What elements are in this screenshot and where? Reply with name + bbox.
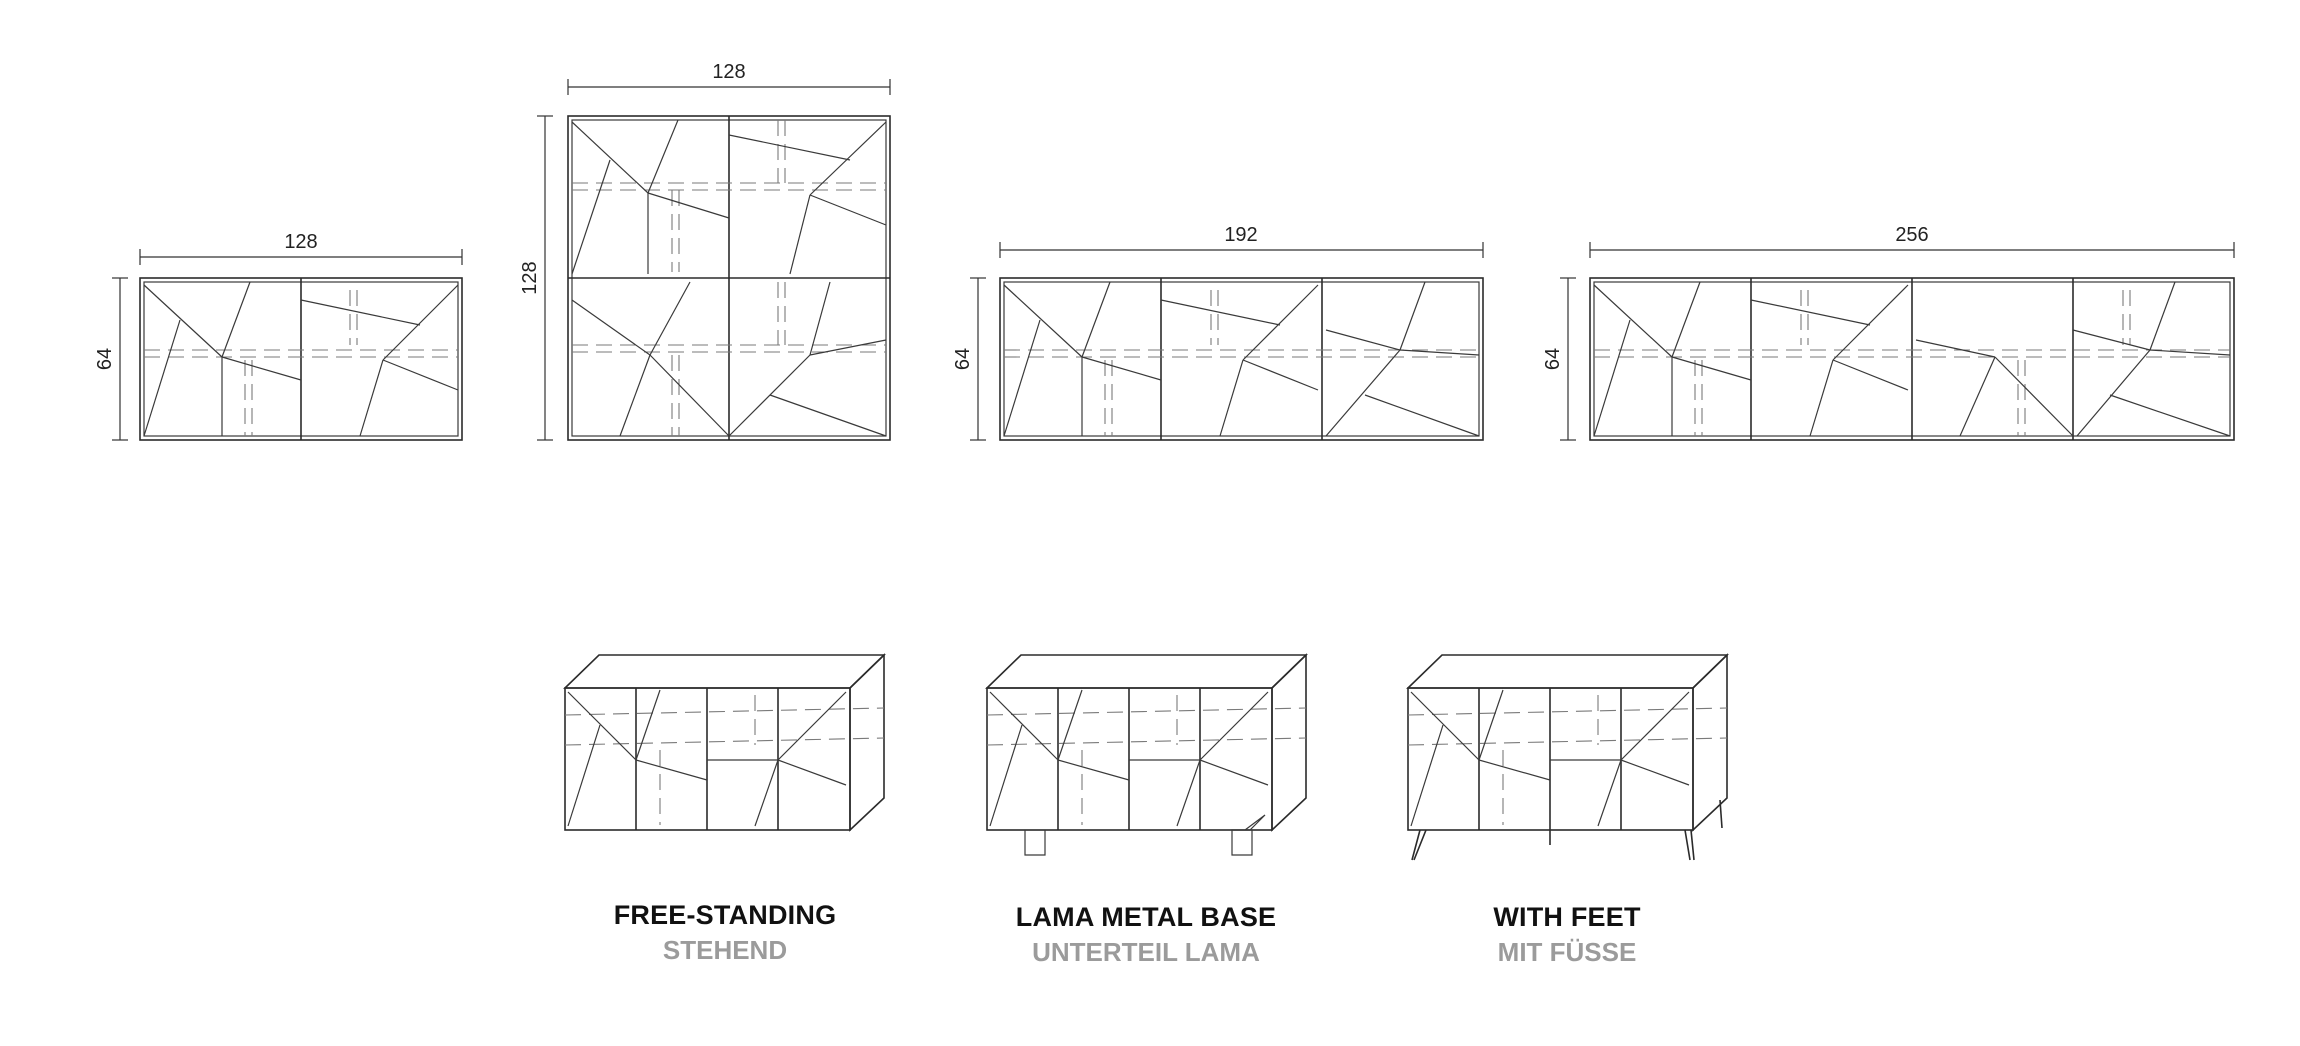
caption-en: LAMA METAL BASE <box>1015 902 1277 932</box>
dimension-label-height: 64 <box>952 348 974 370</box>
dimension-height: 128 <box>519 115 553 441</box>
caption-de: MIT FÜSSE <box>1497 937 1637 967</box>
dimension-width: 128 <box>567 61 891 95</box>
caption-en: FREE-STANDING <box>613 900 837 930</box>
dimension-height: 64 <box>952 277 986 441</box>
perspective-lama-metal-base <box>985 653 1308 856</box>
caption-en: WITH FEET <box>1493 902 1641 932</box>
caption-free-standing: FREE-STANDING STEHEND <box>545 900 905 966</box>
dimension-width: 256 <box>1589 224 2235 258</box>
dimension-label-width: 128 <box>284 231 317 253</box>
front-view-192x64: 192 64 <box>952 224 1484 441</box>
dimension-label-height: 128 <box>519 261 541 294</box>
dimension-width: 192 <box>999 224 1484 258</box>
dimension-height: 64 <box>1542 277 1576 441</box>
dimension-height: 64 <box>94 277 128 441</box>
front-view-128x128: 128 128 <box>519 61 891 441</box>
caption-lama-metal-base: LAMA METAL BASE UNTERTEIL LAMA <box>966 902 1326 968</box>
caption-with-feet: WITH FEET MIT FÜSSE <box>1387 902 1747 968</box>
perspective-with-feet <box>1406 653 1729 861</box>
dimension-label-height: 64 <box>1542 348 1564 370</box>
dimension-label-height: 64 <box>94 348 116 370</box>
dimension-label-width: 192 <box>1224 224 1257 246</box>
perspective-free-standing <box>563 653 886 832</box>
dimension-label-width: 128 <box>712 61 745 83</box>
caption-de: UNTERTEIL LAMA <box>1032 937 1260 967</box>
dimension-width: 128 <box>139 231 463 265</box>
dimension-label-width: 256 <box>1895 224 1928 246</box>
front-view-128x64: 128 64 <box>94 231 463 441</box>
front-view-256x64: 256 64 <box>1542 224 2235 441</box>
caption-de: STEHEND <box>662 935 788 965</box>
